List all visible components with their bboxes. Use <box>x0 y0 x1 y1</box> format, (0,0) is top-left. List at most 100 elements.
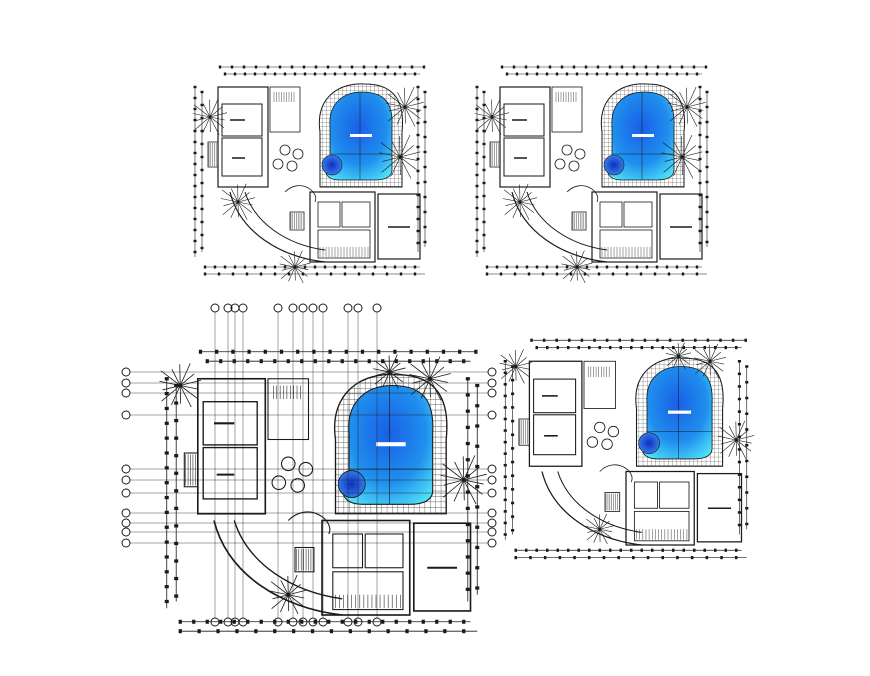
dimension-tick <box>435 619 439 624</box>
jacuzzi <box>321 154 343 176</box>
dimension-tick <box>398 65 402 69</box>
dimension-tick <box>737 397 741 401</box>
dimension-tick <box>568 338 571 342</box>
dimension-tick <box>174 506 179 510</box>
plan-body <box>192 65 427 284</box>
dimension-tick <box>393 72 397 76</box>
room <box>659 481 690 509</box>
dimension-tick <box>393 265 397 269</box>
dimension-tick <box>620 65 624 69</box>
dimension-tick <box>164 406 169 411</box>
dimension-tick <box>698 181 702 185</box>
dimension-tick <box>232 359 236 364</box>
dimension-tick <box>458 349 462 354</box>
dimension-tick <box>383 265 387 269</box>
dimension-tick <box>737 422 741 426</box>
dimension-tick <box>511 488 515 491</box>
dimension-tick <box>503 521 507 525</box>
dimension-tick <box>745 412 749 416</box>
dimension-tick <box>745 443 749 447</box>
dimension-tick <box>625 265 629 269</box>
stair <box>571 211 587 231</box>
dimension-tick <box>536 65 540 69</box>
dimension-tick <box>511 365 515 368</box>
room <box>332 571 404 611</box>
dimension-tick <box>416 205 420 209</box>
dimension-tick <box>675 265 679 269</box>
dimension-tick <box>668 338 672 342</box>
dimension-tick <box>403 265 407 269</box>
dimension-tick <box>416 121 420 125</box>
dimension-tick <box>423 105 427 109</box>
grid-bubble <box>210 303 220 313</box>
dimension-tick <box>193 96 197 100</box>
dimension-tick <box>193 217 197 221</box>
building-wing <box>625 470 695 546</box>
dimension-tick <box>595 265 599 269</box>
dimension-tick <box>555 72 559 76</box>
dimension-tick <box>164 421 169 425</box>
dimension-tick <box>422 65 426 69</box>
dimension-tick <box>745 522 749 526</box>
dimension-tick <box>259 359 263 364</box>
curved-walkway <box>244 191 326 251</box>
dimension-tick <box>416 97 420 101</box>
dimension-tick <box>200 194 204 198</box>
dimension-tick <box>695 265 699 269</box>
room <box>202 401 258 446</box>
dimension-tick <box>656 65 660 69</box>
dimension-tick <box>703 548 707 552</box>
dimension-tick <box>475 228 479 232</box>
dimension-tick <box>198 349 203 354</box>
planter <box>599 464 633 483</box>
tree-symbol <box>474 98 510 135</box>
dimension-tick <box>164 466 169 470</box>
dimension-tick <box>409 349 413 354</box>
dimension-tick <box>655 72 659 76</box>
dimension-tick <box>164 391 169 396</box>
dimension-tick <box>482 233 486 237</box>
dimension-tick <box>661 346 665 350</box>
dimension-tick <box>314 65 318 69</box>
dimension-tick <box>353 265 357 269</box>
curved-walkway <box>526 191 608 251</box>
dimension-tick <box>312 349 316 354</box>
dimension-tick <box>565 72 569 76</box>
grid-bubble <box>487 388 497 398</box>
dimension-tick <box>503 429 507 432</box>
dimension-tick <box>313 619 317 624</box>
dimension-tick <box>583 272 587 276</box>
dimension-tick <box>482 246 486 250</box>
dimension-tick <box>219 359 223 364</box>
dimension-tick <box>273 359 277 364</box>
dimension-tick <box>303 72 307 76</box>
dimension-tick <box>705 556 709 560</box>
dimension-tick <box>200 207 204 211</box>
dimension-tick <box>164 570 169 574</box>
dimension-tick <box>503 533 507 536</box>
dimension-tick <box>475 566 480 570</box>
dimension-tick <box>475 107 479 111</box>
dimension-tick <box>193 107 197 111</box>
dimension-tick <box>465 474 470 478</box>
grid-bubble <box>318 303 328 313</box>
dimension-tick <box>343 265 347 269</box>
lounge-chair <box>272 158 284 170</box>
dimension-tick <box>737 410 741 413</box>
dimension-tick <box>174 524 179 528</box>
room <box>317 201 341 228</box>
building-wing <box>528 360 583 467</box>
grid-bubble <box>487 475 497 485</box>
tree-symbol <box>379 134 421 179</box>
dimension-tick <box>374 65 378 69</box>
building-wing <box>309 191 376 263</box>
dimension-tick <box>650 548 654 552</box>
service-block <box>583 360 616 409</box>
dimension-tick <box>698 133 702 137</box>
dimension-tick <box>475 184 479 188</box>
dimension-tick <box>328 349 332 354</box>
dimension-tick <box>462 629 466 634</box>
dimension-tick <box>465 522 470 527</box>
dimension-tick <box>596 65 600 69</box>
dimension-tick <box>475 239 479 243</box>
